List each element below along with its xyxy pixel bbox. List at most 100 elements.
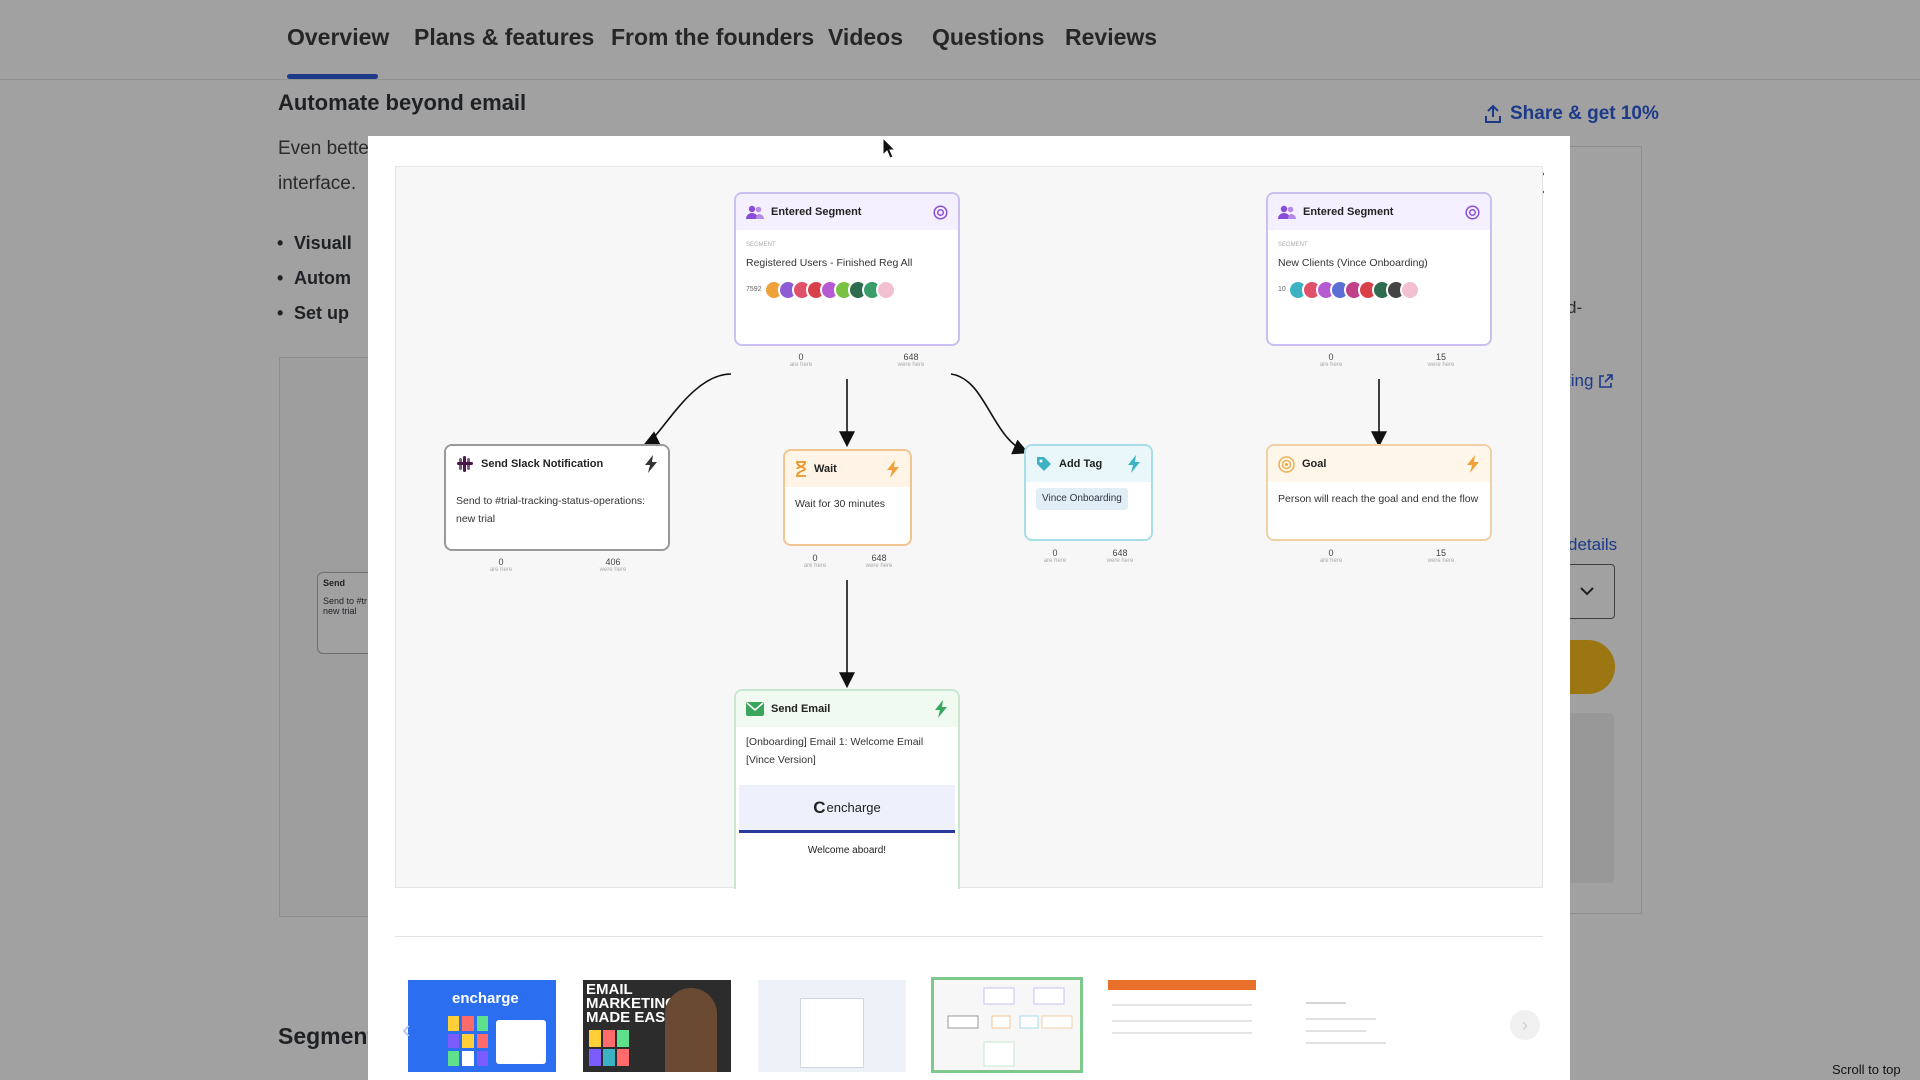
preview-node-title: Send — [323, 578, 346, 588]
avatar-stack: 10 — [1278, 280, 1480, 300]
stat-value: 648 — [1112, 548, 1128, 558]
gallery-thumbnail[interactable] — [1108, 980, 1256, 1072]
send-slack-notification-node[interactable]: Send Slack Notification Send to #trial-t… — [444, 444, 670, 551]
active-tab-indicator — [287, 74, 378, 79]
stat-label: are here — [489, 567, 513, 573]
stat-value: 406 — [605, 557, 621, 567]
pricing-info-box — [1570, 713, 1614, 883]
segment-label: SEGMENT — [746, 242, 776, 248]
node-body: Send to #trial-tracking-status-operation… — [456, 495, 646, 525]
thumb-graphic — [448, 1016, 488, 1066]
node-title: Add Tag — [1059, 458, 1103, 470]
stat-label: were here — [599, 567, 627, 573]
thumb-headline-line: MADE EASY — [586, 1009, 676, 1026]
segment-name: New Clients (Vince Onboarding) — [1278, 257, 1428, 269]
bullet-item: Set up — [277, 303, 349, 324]
tab-overview[interactable]: Overview — [287, 24, 390, 50]
entered-segment-node[interactable]: Entered Segment SEGMENT Registered Users… — [734, 192, 960, 346]
gallery-thumbnail[interactable]: encharge — [408, 980, 556, 1072]
email-subject: [Onboarding] Email 1: Welcome Email — [746, 736, 924, 748]
tag-pill: Vince Onboarding — [1036, 488, 1128, 510]
stat-value: 0 — [812, 553, 818, 563]
goal-icon — [1278, 455, 1295, 473]
member-count: 7592 — [746, 286, 762, 293]
preview-node-text-2: new trial — [323, 606, 357, 616]
share-label: Share & get 10% — [1510, 103, 1659, 124]
gallery-thumbnail[interactable] — [1282, 980, 1430, 1072]
section-title: Automate beyond email — [278, 90, 527, 115]
share-button[interactable]: Share & get 10% — [1484, 103, 1659, 125]
goal-node[interactable]: Goal Person will reach the goal and end … — [1266, 444, 1492, 541]
tab-videos[interactable]: Videos — [828, 24, 903, 50]
gallery-thumbnail[interactable] — [758, 980, 906, 1072]
thumb-headline-line: EMAIL — [586, 981, 633, 998]
node-title: Entered Segment — [771, 206, 862, 218]
segment-name: Registered Users - Finished Reg All — [746, 257, 913, 269]
thumb-headline: EMAIL MARKETING MADE EASY — [586, 981, 731, 1026]
pricing-link[interactable]: ting — [1566, 371, 1614, 391]
gallery-thumbnail[interactable]: EMAIL MARKETING MADE EASY — [583, 980, 731, 1072]
chevron-left-icon: ‹ — [402, 1014, 411, 1044]
add-tag-node[interactable]: Add Tag Vince Onboarding — [1024, 444, 1153, 541]
tab-reviews[interactable]: Reviews — [1065, 24, 1158, 50]
flow-connectors — [643, 373, 1387, 689]
lightning-icon — [1467, 455, 1479, 473]
tag-icon — [1037, 457, 1051, 471]
segment-label: SEGMENT — [1278, 242, 1308, 248]
node-title: Goal — [1302, 458, 1327, 470]
stat-value: 0 — [1328, 548, 1334, 558]
brand-name: encharge — [826, 800, 881, 815]
lightning-icon — [935, 700, 947, 718]
hourglass-icon — [796, 461, 806, 477]
chevron-down-icon — [1580, 587, 1594, 596]
users-icon — [1278, 205, 1296, 219]
gallery-divider — [395, 936, 1543, 937]
stat-label: are here — [789, 362, 813, 368]
bullet-item: Autom — [277, 268, 351, 289]
tab-questions[interactable]: Questions — [932, 24, 1045, 50]
pricing-link-label: ting — [1566, 371, 1594, 390]
gallery-next-button[interactable]: › — [1510, 1010, 1540, 1040]
node-body: Person will reach the goal and end the f… — [1278, 493, 1479, 505]
thumb-brand: encharge — [452, 990, 519, 1007]
stat-value: 648 — [903, 352, 919, 362]
mail-icon — [746, 702, 764, 716]
scroll-to-top-link[interactable]: Scroll to top — [1832, 1062, 1901, 1077]
entered-segment-node-2[interactable]: Entered Segment SEGMENT New Clients (Vin… — [1266, 192, 1492, 346]
gallery-prev-button[interactable]: ‹ — [402, 1014, 411, 1045]
stat-value: 0 — [798, 352, 804, 362]
send-email-node[interactable]: Send Email [Onboarding] Email 1: Welcome… — [734, 689, 960, 889]
target-icon — [1465, 204, 1480, 220]
stat-value: 0 — [1328, 352, 1334, 362]
tab-from-the-founders[interactable]: From the founders — [611, 24, 815, 50]
gallery-thumbnail-selected[interactable] — [931, 977, 1083, 1073]
stat-label: are here — [1319, 558, 1343, 564]
tab-plans-features[interactable]: Plans & features — [414, 24, 595, 50]
lightning-icon — [645, 455, 657, 473]
stat-value: 0 — [1052, 548, 1058, 558]
users-icon — [746, 205, 764, 219]
stat-value: 0 — [498, 557, 504, 567]
stat-label: were here — [1427, 362, 1455, 368]
stat-label: are here — [803, 563, 827, 569]
wait-node[interactable]: Wait Wait for 30 minutes — [783, 449, 912, 546]
stat-value: 15 — [1435, 352, 1446, 362]
thumb-graphic — [589, 1030, 629, 1066]
thumb-screenshot — [800, 998, 864, 1068]
email-subject-2: [Vince Version] — [746, 754, 816, 766]
preview-node-text: Send to #tr — [323, 596, 368, 606]
mouse-cursor-icon — [882, 137, 896, 159]
details-link[interactable]: details — [1568, 535, 1618, 554]
stat-label: were here — [897, 362, 925, 368]
target-icon — [933, 204, 948, 220]
